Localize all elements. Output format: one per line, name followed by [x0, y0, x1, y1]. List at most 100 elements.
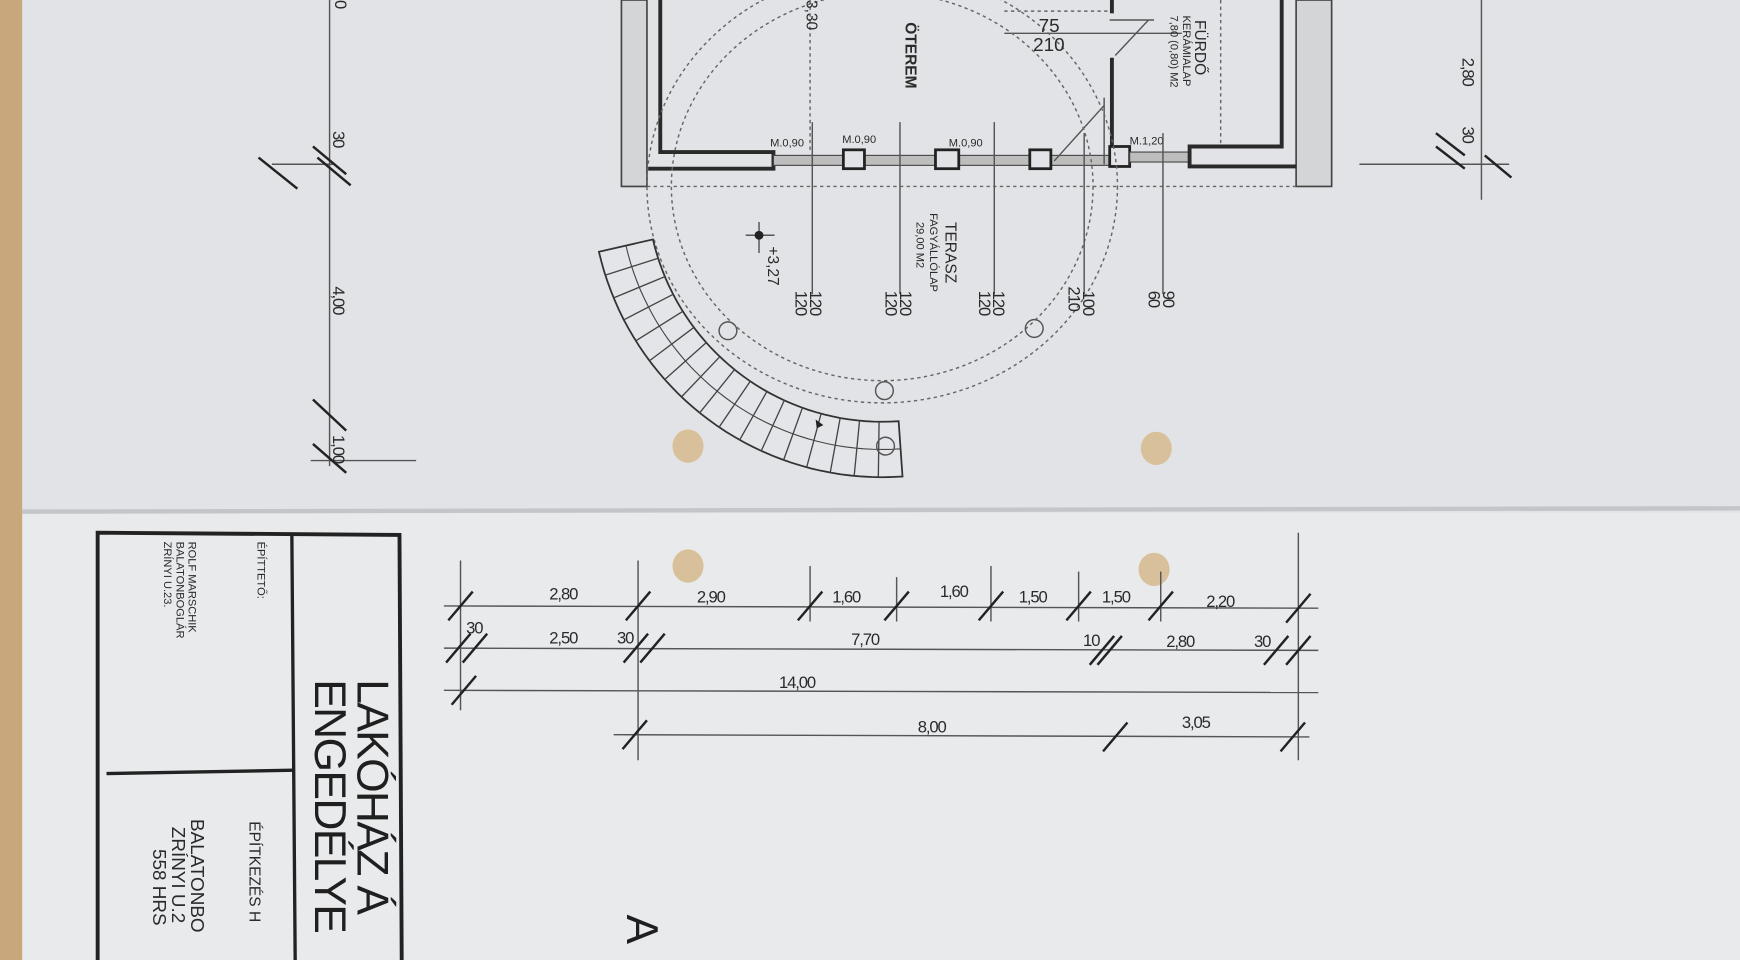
stair-step: [739, 391, 768, 441]
right-dim-30: 30: [1459, 127, 1478, 144]
window-height: 120: [792, 291, 811, 316]
left-outer-wall: [620, 0, 648, 188]
dimension-tick: [1285, 635, 1312, 666]
dimension-tick: [461, 632, 489, 664]
stair-arrow-icon: [815, 419, 824, 429]
terrace-level: +3,27: [764, 246, 781, 285]
stair-step: [623, 293, 674, 321]
pillar: [841, 148, 866, 171]
dimension-tick: [624, 590, 652, 622]
opening-label: M.1,20: [1130, 135, 1164, 147]
dimension-tick: [445, 632, 472, 664]
dim-label: 2,50: [549, 629, 578, 648]
dim-total: 14,00: [779, 673, 816, 692]
pillar: [1028, 148, 1053, 171]
stair-step: [613, 275, 666, 299]
terrace-name: TERASZ: [941, 222, 958, 283]
dimension-tick: [639, 632, 666, 664]
window-width: 90: [1159, 291, 1178, 308]
stair-step: [681, 356, 721, 398]
stair-step: [718, 380, 751, 428]
dim-label: 1,50: [1102, 588, 1131, 607]
column-marker: [1024, 318, 1044, 339]
corner-letter: A: [617, 914, 666, 944]
opening-label: M.0,90: [949, 137, 983, 149]
dim-label: 30: [466, 619, 483, 638]
terrace-area: 29,00 M2: [914, 222, 926, 268]
right-dim-280: 2,80: [1459, 58, 1478, 87]
level-marker-icon: [754, 230, 764, 240]
title-line-1: LAKÓHÁZ Á: [347, 679, 396, 915]
curved-stairs: [597, 238, 904, 479]
dimension-tick: [622, 632, 649, 664]
dimension-tick: [621, 719, 648, 750]
stair-step: [649, 326, 695, 362]
stair-step: [829, 417, 841, 473]
title-line-2: ENGEDÉLYE: [305, 679, 354, 932]
dim-label: 3,05: [1182, 713, 1211, 732]
dimension-tick: [1147, 590, 1174, 622]
stair-step: [699, 369, 736, 414]
paper-bottom: [22, 512, 1740, 960]
column-marker: [875, 436, 896, 456]
window-height: 210: [1065, 286, 1084, 311]
pillar: [934, 148, 961, 171]
bath-window: [1129, 151, 1191, 163]
punch-hole: [672, 549, 704, 583]
client-name: ROLF MARSCHIK: [186, 542, 198, 634]
column-marker: [874, 381, 895, 401]
stair-step: [635, 310, 684, 342]
hall-height: 3,30: [803, 0, 820, 31]
window-width: 120: [806, 291, 825, 316]
right-dimension-chain: 2,80 30: [1359, 0, 1513, 200]
dimension-tick: [1065, 590, 1092, 622]
dimension-tick: [977, 590, 1005, 622]
site-lot: 558 HRS: [149, 849, 170, 926]
punch-hole: [1140, 431, 1172, 466]
punch-holes: [672, 429, 1172, 586]
left-dim-100: 1,00: [329, 435, 348, 464]
building-plan: [597, 0, 1333, 479]
punch-hole: [672, 429, 704, 463]
client-city: BALATONBOGLÁR: [173, 542, 186, 639]
stair-step: [760, 400, 785, 452]
bath-name: FÜRDŐ: [1191, 20, 1209, 75]
window-width: 120: [989, 291, 1008, 316]
dim-label: 8,00: [918, 717, 947, 736]
dimension-tick: [1096, 635, 1123, 666]
left-dim-cut: 0: [331, 0, 350, 9]
window-height: 120: [882, 291, 901, 316]
site-city: BALATONBO: [187, 819, 208, 933]
window-height: 60: [1145, 291, 1164, 308]
left-dim-30: 30: [329, 131, 348, 148]
punch-hole: [1138, 552, 1170, 586]
opening-label: M.0,90: [842, 134, 876, 146]
window-width: 100: [1079, 291, 1098, 316]
left-dim-400: 4,00: [329, 286, 348, 315]
dim-label: 1,60: [832, 588, 861, 607]
client-label: ÉPÍTTETŐ:: [254, 542, 268, 599]
dim-label: 7,70: [851, 630, 880, 649]
stair-step: [605, 257, 659, 276]
window-height: 120: [975, 291, 994, 316]
stair-midline: [625, 245, 901, 451]
dim-label: 2,90: [697, 588, 726, 607]
terrace-floor: FAGYÁLLÓLAP: [927, 213, 940, 292]
door-size-top: 75: [1039, 15, 1060, 36]
door-size-bottom: 210: [1033, 34, 1064, 55]
right-outer-wall: [1295, 0, 1333, 188]
dim-label: 10: [1083, 631, 1100, 650]
dimension-tick: [883, 590, 910, 622]
dim-label: 2,80: [549, 584, 578, 603]
window-width: 120: [896, 291, 915, 316]
dimension-tick: [447, 590, 474, 622]
bath-floor: KERÁMIALAP: [1180, 16, 1193, 87]
dimension-tick: [1263, 635, 1290, 666]
stair-outline: [597, 238, 904, 479]
bottom-dimension-chains: 2,80 2,90 1,60 1,60 1,50 1,50 2,20 30 2,…: [443, 532, 1319, 761]
site-street: ZRÍNYI U.2: [168, 827, 189, 923]
left-dimension-chain: 0 30 4,00 1,00: [257, 0, 417, 474]
dim-label: 1,60: [940, 582, 969, 601]
opening-label: M.0,90: [770, 137, 804, 149]
